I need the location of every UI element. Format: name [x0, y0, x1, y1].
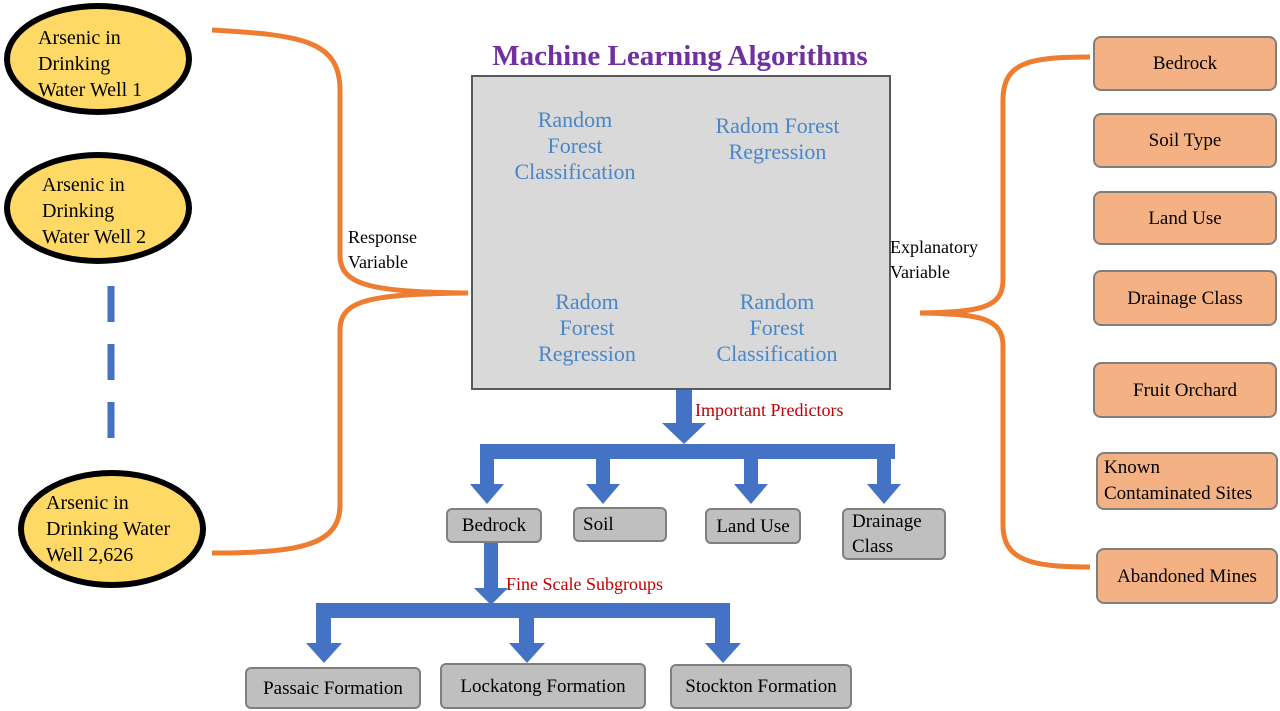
predictor-drainage-class: Drainage Class: [842, 508, 946, 560]
subgroups-down-arrow: [474, 543, 508, 605]
arrow-to-stockton: [705, 618, 741, 663]
well-2626: Arsenic in Drinking Water Well 2,626: [18, 470, 206, 588]
well-1: Arsenic in Drinking Water Well 1: [4, 3, 192, 115]
algorithm-rf-classification-top: Random Forest Classification: [514, 107, 636, 184]
predictor-land-use: Land Use: [705, 508, 801, 544]
explanatory-brace: [919, 54, 1091, 570]
well-2: Arsenic in Drinking Water Well 2: [4, 152, 192, 264]
arrow-to-lockatong: [509, 618, 545, 663]
predictor-soil: Soil: [573, 507, 667, 542]
explanatory-bedrock: Bedrock: [1093, 36, 1277, 91]
arrow-to-drainage: [867, 459, 901, 504]
predictors-down-arrow: [662, 390, 706, 444]
page-title: Machine Learning Algorithms: [492, 40, 868, 72]
algorithm-rf-regression-bottom: Radom Forest Regression: [538, 289, 636, 366]
subgroup-passaic-formation: Passaic Formation: [245, 667, 421, 709]
algorithm-rf-regression-top: Radom Forest Regression: [715, 113, 840, 164]
arrow-to-soil: [586, 459, 620, 504]
arrow-to-passaic: [306, 618, 342, 663]
fine-scale-subgroups-label: Fine Scale Subgroups: [506, 574, 663, 594]
subgroup-stockton-formation: Stockton Formation: [670, 664, 852, 709]
subgroup-lockatong-formation: Lockatong Formation: [440, 663, 646, 709]
explanatory-land-use: Land Use: [1093, 191, 1277, 245]
ml-algorithms-box: [471, 75, 891, 390]
arrow-to-bedrock: [470, 459, 504, 504]
arrow-to-land-use: [734, 459, 768, 504]
important-predictors-label: Important Predictors: [695, 400, 844, 420]
explanatory-fruit-orchard: Fruit Orchard: [1093, 362, 1277, 418]
explanatory-variable-label: Explanatory Variable: [890, 237, 978, 282]
explanatory-drainage-class: Drainage Class: [1093, 270, 1277, 326]
explanatory-soil-type: Soil Type: [1093, 113, 1277, 168]
predictors-bar: [480, 444, 895, 459]
algorithm-rf-classification-bottom: Random Forest Classification: [716, 289, 838, 366]
subgroups-bar: [316, 603, 730, 618]
response-brace: [211, 27, 469, 556]
response-variable-label: Response Variable: [348, 227, 417, 272]
explanatory-abandoned-mines: Abandoned Mines: [1096, 548, 1278, 604]
explanatory-known-contaminated-sites: Known Contaminated Sites: [1096, 452, 1278, 510]
predictor-bedrock: Bedrock: [446, 508, 542, 543]
